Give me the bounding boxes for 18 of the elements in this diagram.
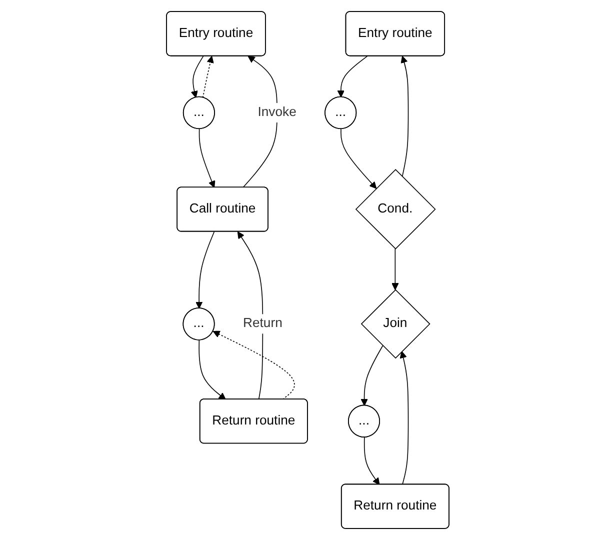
arrow (340, 128, 377, 189)
edge-label: Return (243, 316, 283, 330)
arrow (360, 345, 384, 406)
arrow (199, 128, 216, 188)
arrow (400, 56, 409, 178)
arrow (196, 231, 215, 309)
arrow (364, 437, 380, 485)
edge-label: Invoke (258, 105, 297, 120)
arrow (198, 340, 226, 400)
arrow (191, 56, 204, 98)
arrow (213, 330, 296, 400)
arrow (338, 56, 368, 98)
arrow (238, 231, 264, 400)
arrow (202, 56, 214, 98)
arrow (400, 351, 409, 486)
node-diamond: Join (361, 289, 431, 359)
node-diamond: Cond. (356, 169, 436, 250)
arrow (392, 248, 399, 290)
